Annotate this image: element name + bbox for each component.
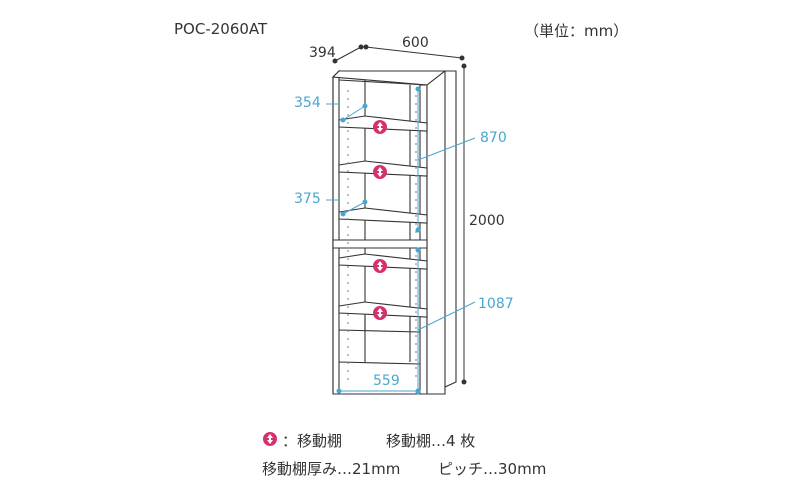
width-dimension: 600: [402, 35, 429, 51]
depth-dimension: 394: [309, 45, 336, 61]
upper-height-dimension: 870: [480, 130, 507, 146]
legend-movable-shelf: ：移動棚: [262, 430, 342, 451]
up-down-arrow-circle-icon: [263, 432, 277, 446]
inner-depth-lower-dimension: 375: [294, 191, 321, 207]
up-down-arrow-circle-icon: [373, 306, 387, 320]
movable-shelf-count: 移動棚…4 枚: [386, 432, 476, 450]
up-down-arrow-circle-icon: [373, 259, 387, 273]
black-dimension-lines: [332, 44, 467, 385]
shelf-thickness: 移動棚厚み…21mm: [262, 460, 401, 478]
legend-movable-shelf-label: ：移動棚: [282, 432, 343, 450]
shelf-pitch: ピッチ…30mm: [438, 460, 547, 478]
up-down-arrow-circle-icon: [373, 120, 387, 134]
model-number: POC-2060AT: [174, 20, 268, 38]
cabinet-outline: [331, 69, 457, 395]
movable-shelf-markers: [373, 120, 387, 320]
lower-height-dimension: 1087: [478, 296, 514, 312]
inner-width-dimension: 559: [373, 373, 400, 389]
height-dimension: 2000: [469, 213, 505, 229]
up-down-arrow-circle-icon: [373, 165, 387, 179]
inner-depth-upper-dimension: 354: [294, 95, 321, 111]
blue-dimension-lines: [326, 86, 476, 395]
unit-label: （単位：mm）: [524, 22, 629, 40]
